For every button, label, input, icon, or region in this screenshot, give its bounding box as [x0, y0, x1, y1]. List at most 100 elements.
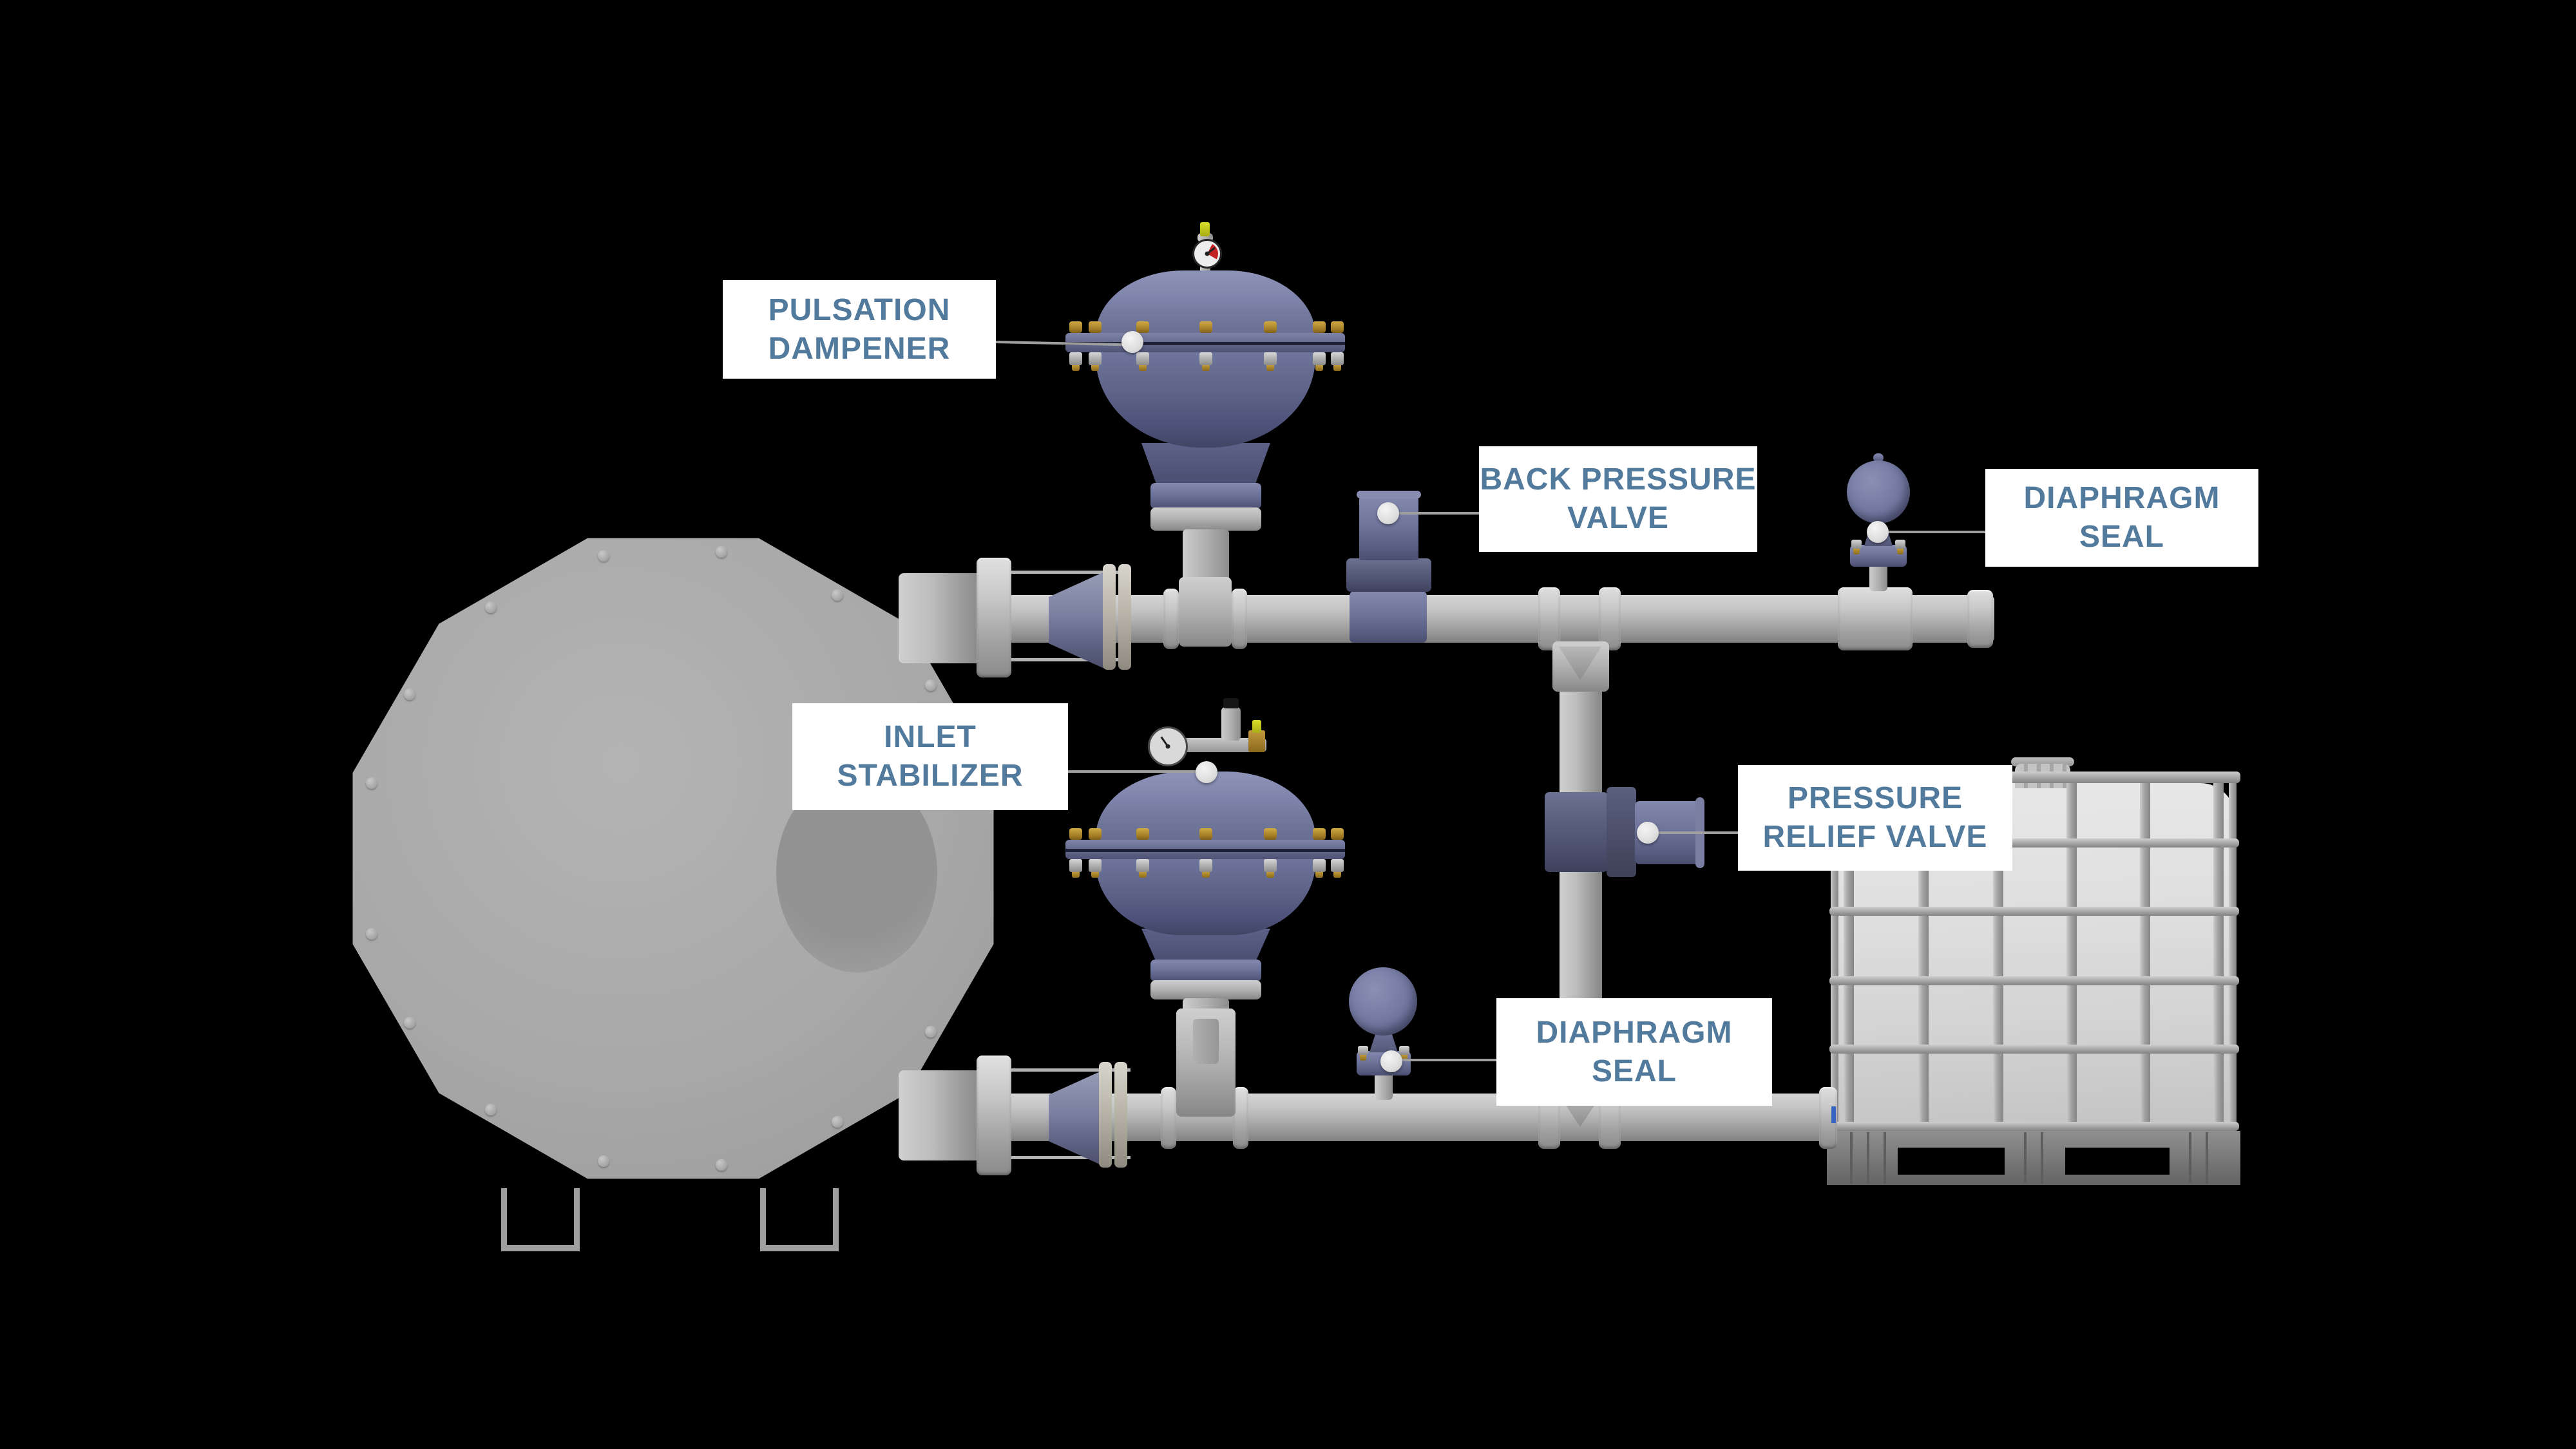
flange-bolt [1331, 321, 1344, 333]
pipe-flange [1114, 1062, 1127, 1168]
flange-nut [1136, 352, 1149, 371]
pump-bolt [366, 777, 377, 789]
pipe-flange [1103, 564, 1116, 670]
tie-rod [1002, 658, 1131, 661]
label-diaphragm-seal-top: DIAPHRAGM SEAL [1985, 469, 2258, 567]
discharge-reducer [1049, 572, 1104, 668]
tote-pallet-plank-line [1867, 1132, 1869, 1184]
flange-nut [1313, 352, 1326, 371]
tote-pallet-plank-line [2041, 1132, 2043, 1184]
label-text: SEAL [2079, 520, 2164, 554]
tote-cage-bar [2213, 773, 2224, 1131]
seal-neck [1369, 1033, 1398, 1052]
pump-bolt [716, 1159, 727, 1171]
flange-nut [1331, 352, 1344, 371]
label-text: SEAL [1591, 1054, 1677, 1088]
pump-bolt [598, 550, 609, 562]
valve-coupling [1161, 1087, 1176, 1149]
flange-bolt [1199, 828, 1212, 840]
stabilizer-base-flange [1150, 960, 1261, 981]
leader-inlet-stabilizer [1065, 770, 1201, 773]
flange-nut [1136, 859, 1149, 878]
bpv-adjust-flange [1346, 558, 1431, 592]
dampener-charge-valve [1200, 222, 1210, 236]
pump-inlet-stub [899, 1070, 982, 1160]
flange-nut [1089, 859, 1102, 878]
dampener-isolation-valve [1179, 577, 1232, 647]
prv-hex [1607, 787, 1636, 877]
label-text: INLET [884, 720, 977, 754]
leader-pressure-relief-valve [1657, 831, 1739, 834]
tote-cage-bar [2229, 773, 2237, 1131]
flange-bolt [1069, 828, 1082, 840]
flange-bolt [1331, 828, 1344, 840]
valve-coupling [1163, 589, 1179, 649]
seal-gauge-disc [1847, 460, 1910, 524]
prv-body [1545, 792, 1608, 872]
label-text: BACK PRESSURE [1480, 462, 1757, 497]
flange-bolt [1264, 828, 1277, 840]
pump-bolt [485, 1104, 497, 1115]
flange-seam [1065, 849, 1345, 852]
pump-suction-flange [977, 1056, 1011, 1175]
connector-dot-back-pressure-valve [1377, 502, 1399, 524]
pipe-flange [1099, 1062, 1112, 1168]
pump-bolt [598, 1155, 609, 1167]
seal-stem [1869, 563, 1887, 591]
tote-pallet-plank-line [1850, 1132, 1853, 1184]
connector-dot-pulsation-dampener [1121, 331, 1143, 353]
tote-cage-rail [1829, 1045, 2239, 1054]
pump-bolt [832, 1116, 843, 1128]
valve-coupling [1232, 589, 1247, 649]
label-diaphragm-seal-bottom: DIAPHRAGM SEAL [1496, 998, 1772, 1106]
label-text: DIAPHRAGM [2023, 481, 2220, 515]
suction-reducer [1049, 1070, 1104, 1166]
seal-stem [1375, 1072, 1393, 1100]
flange-nut [1069, 859, 1082, 878]
brass-valve-handle [1252, 720, 1261, 733]
pump-leg [501, 1188, 580, 1251]
leader-diaphragm-seal-bottom [1400, 1059, 1498, 1061]
gauge-tee-tube [1181, 738, 1266, 752]
discharge-pipe [979, 595, 1994, 643]
tote-pallet-plank-line [2189, 1132, 2191, 1184]
dampener-base-spool [1150, 507, 1261, 531]
pipe-flange [1118, 564, 1131, 670]
tote-pallet-plank-line [2024, 1132, 2027, 1184]
flange-nut [1264, 859, 1277, 878]
tote-cage-bar [2066, 773, 2077, 1131]
stabilizer-gauge [1148, 726, 1188, 766]
label-back-pressure-valve: BACK PRESSURE VALVE [1479, 446, 1757, 552]
dampener-riser [1183, 529, 1229, 583]
tee-coupling [1599, 587, 1621, 650]
tote-cage-rail [1829, 907, 2239, 916]
valve-slot-detail [1193, 1019, 1219, 1064]
label-inlet-stabilizer: INLET STABILIZER [792, 703, 1068, 810]
tote-pallet [1827, 1131, 2240, 1185]
pump-bolt [404, 688, 415, 700]
flange-bolt [1313, 321, 1326, 333]
pump-bolt [485, 601, 497, 613]
label-pulsation-dampener: PULSATION DAMPENER [723, 280, 996, 379]
vent-knob [1223, 698, 1239, 708]
flange-nut [1199, 352, 1212, 371]
seal-pipe-coupling [1838, 587, 1913, 650]
label-text: RELIEF VALVE [1762, 820, 1988, 854]
bpv-lower-body [1350, 591, 1427, 643]
pump-bolt [716, 546, 727, 558]
flange-bolt [1089, 828, 1102, 840]
valve-coupling [1233, 1087, 1248, 1149]
pump-bolt [832, 589, 843, 601]
tie-rod [1002, 571, 1131, 574]
pump-outlet-stub [899, 573, 982, 663]
connector-dot-diaphragm-seal-bottom [1380, 1050, 1402, 1072]
tote-pallet-slot [2065, 1148, 2170, 1175]
gauge-pin [1205, 251, 1210, 256]
dampener-neck [1141, 443, 1270, 486]
stabilizer-flange-band [1065, 840, 1345, 859]
tote-pallet-slot [1898, 1148, 2005, 1175]
gauge-tee-stub [1221, 707, 1241, 741]
flange-nut [1264, 352, 1277, 371]
bpv-lid [1357, 491, 1421, 498]
gauge-pin [1165, 744, 1170, 749]
